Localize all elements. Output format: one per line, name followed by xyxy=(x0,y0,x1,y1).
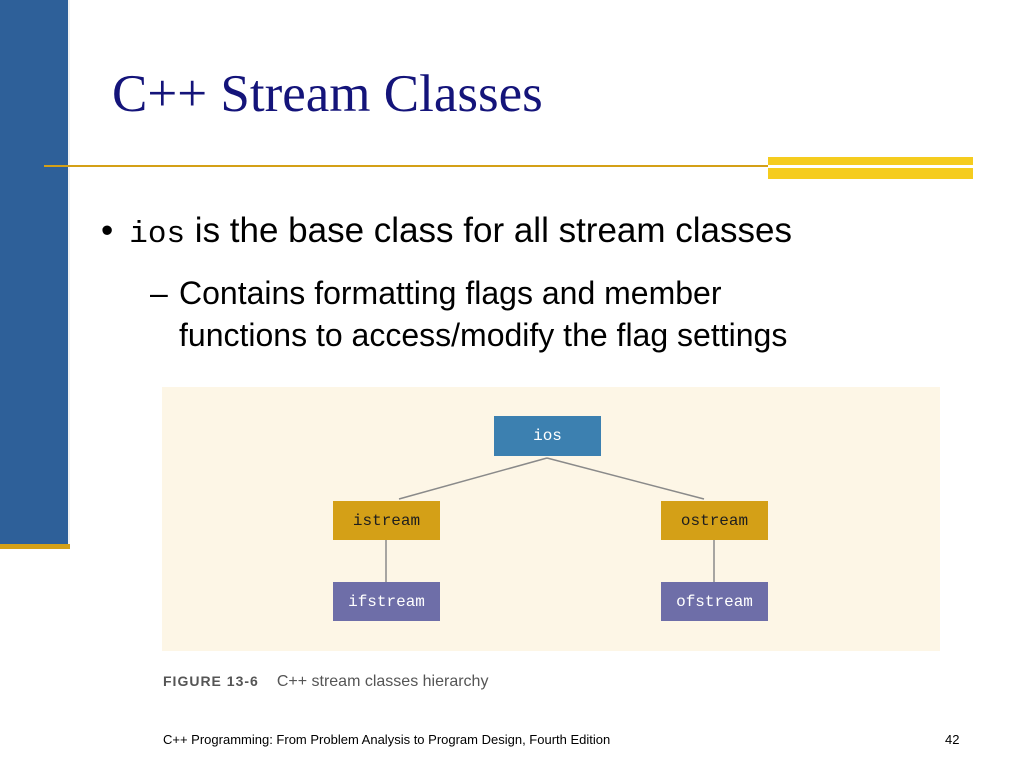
bullet-text: is the base class for all stream classes xyxy=(185,211,792,250)
title-rule-accent xyxy=(768,157,973,179)
bullet-dot: • xyxy=(101,211,114,250)
bullet-point: • ios is the base class for all stream cl… xyxy=(101,211,792,252)
sub-bullet-line-2: functions to access/modify the flag sett… xyxy=(179,317,788,353)
sub-bullet-dash: – xyxy=(150,275,168,311)
node-ios: ios xyxy=(494,416,601,456)
title-rule-accent-stripe xyxy=(768,165,973,168)
bullet-code: ios xyxy=(129,217,186,252)
node-istream: istream xyxy=(333,501,440,540)
title-rule xyxy=(44,165,770,167)
page-number: 42 xyxy=(945,732,960,747)
node-ifstream: ifstream xyxy=(333,582,440,621)
edge-ios-ostream xyxy=(546,457,705,500)
edge-ios-istream xyxy=(398,457,548,500)
hierarchy-edges xyxy=(385,457,715,582)
figure-panel: ios istream ostream ifstream ofstream xyxy=(162,387,940,651)
sub-bullet-line-1: Contains formatting flags and member xyxy=(179,275,722,311)
node-ofstream: ofstream xyxy=(661,582,768,621)
figure-caption-text: C++ stream classes hierarchy xyxy=(276,673,489,690)
figure-caption-label: FIGURE 13-6 xyxy=(163,673,259,689)
slide-footer: C++ Programming: From Problem Analysis t… xyxy=(163,732,611,747)
slide-title: C++ Stream Classes xyxy=(112,65,543,123)
sidebar-accent-line xyxy=(0,544,70,549)
figure-caption: FIGURE 13-6 C++ stream classes hierarchy xyxy=(163,673,488,691)
sidebar-decoration xyxy=(0,0,70,544)
sub-bullet: – Contains formatting flags and member f… xyxy=(150,272,787,356)
node-ostream: ostream xyxy=(661,501,768,540)
